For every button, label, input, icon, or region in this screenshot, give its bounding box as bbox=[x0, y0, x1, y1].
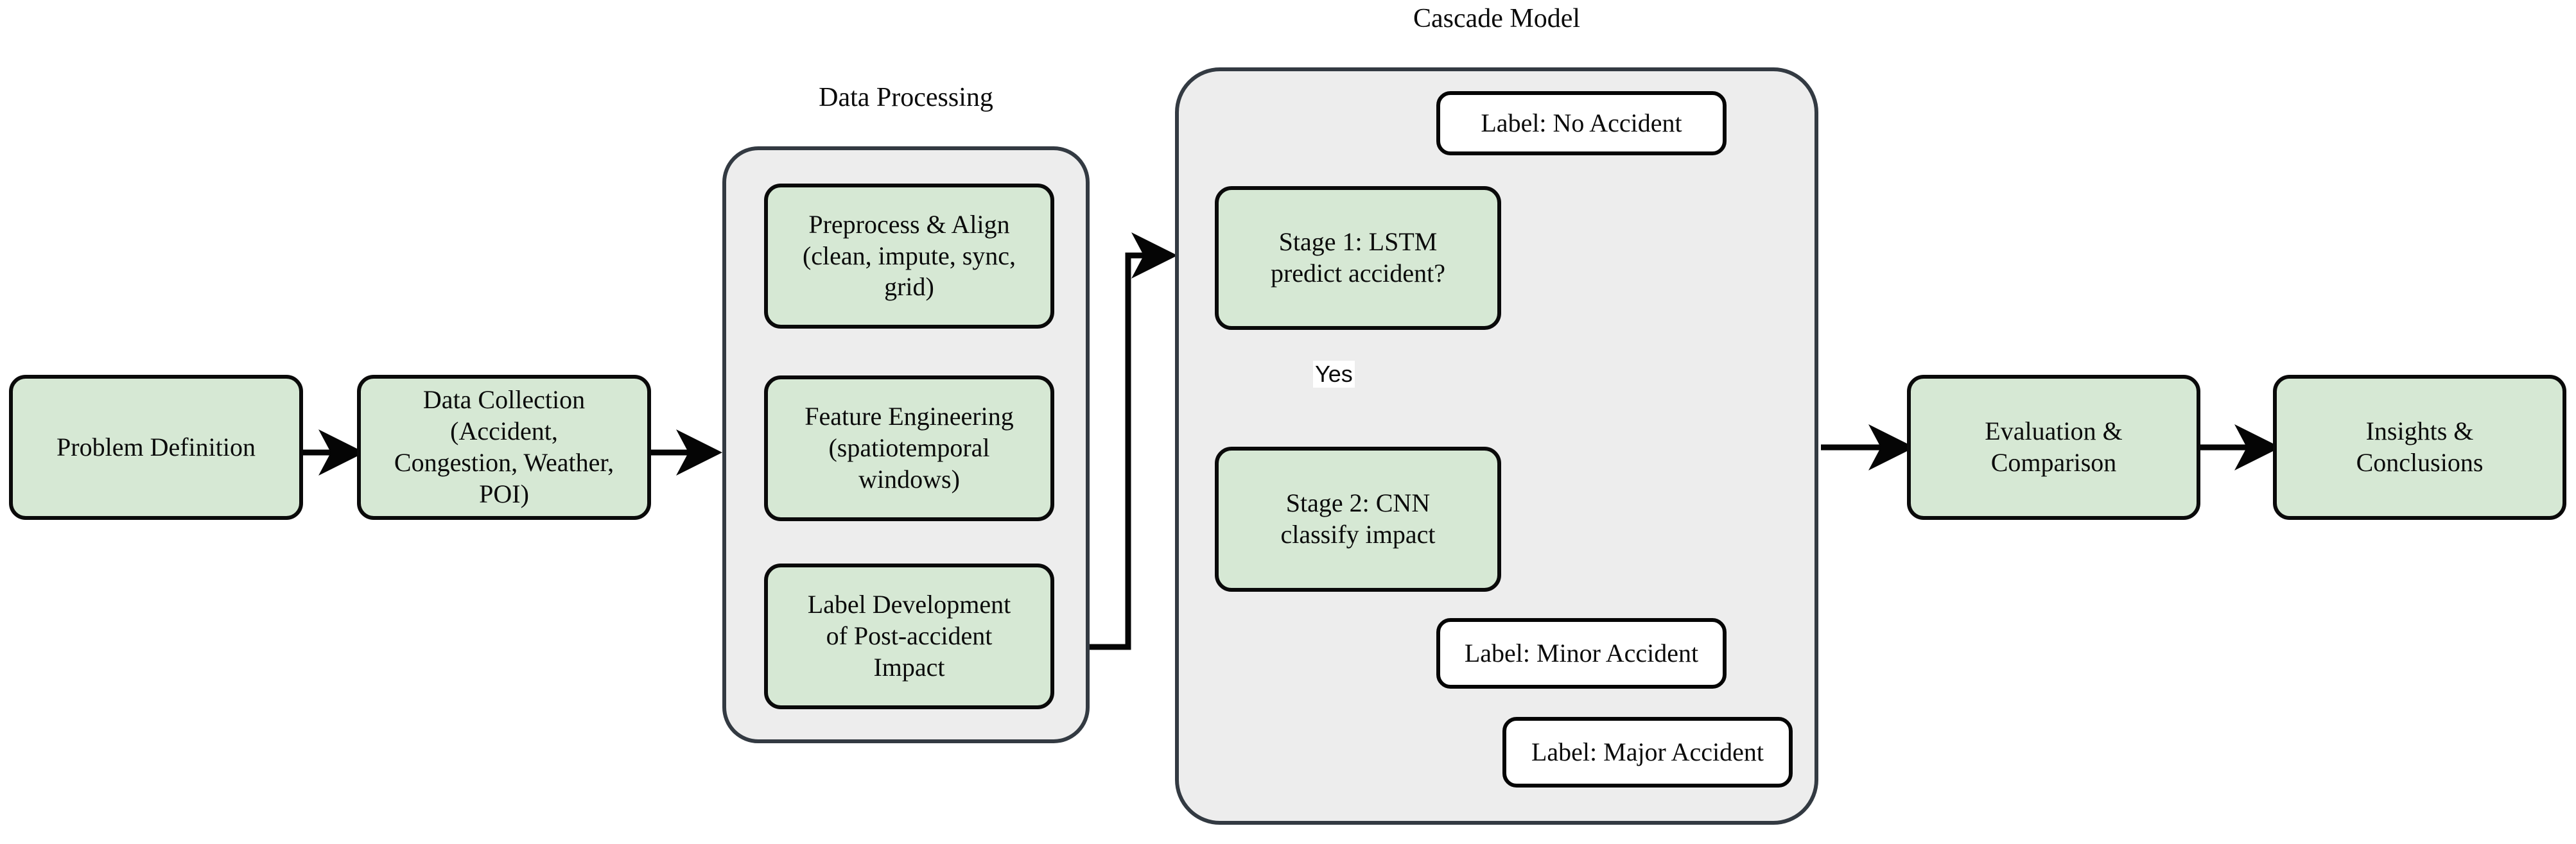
node-stage1-lstm[interactable]: Stage 1: LSTM predict accident? bbox=[1215, 186, 1501, 330]
node-label: Feature Engineering (spatiotemporal wind… bbox=[787, 401, 1031, 495]
node-label: Data Collection (Accident, Congestion, W… bbox=[376, 384, 632, 510]
group-title-cascade-model: Cascade Model bbox=[1413, 4, 1581, 33]
node-label-line3: Impact bbox=[873, 652, 945, 682]
node-label: Label Development of Post-accident Impac… bbox=[790, 589, 1029, 683]
node-stage2-cnn[interactable]: Stage 2: CNN classify impact bbox=[1215, 447, 1501, 592]
node-label-minor-accident[interactable]: Label: Minor Accident bbox=[1436, 618, 1727, 689]
node-label-no-accident[interactable]: Label: No Accident bbox=[1436, 91, 1727, 155]
node-insights-conclusions[interactable]: Insights & Conclusions bbox=[2273, 375, 2566, 520]
node-label-line1: Insights & bbox=[2365, 417, 2474, 446]
node-label-line1: Feature Engineering bbox=[805, 402, 1014, 431]
node-label-line2: of Post-accident bbox=[826, 621, 993, 651]
node-data-collection[interactable]: Data Collection (Accident, Congestion, W… bbox=[357, 375, 651, 520]
node-label-line1: Preprocess & Align bbox=[808, 209, 1010, 239]
node-label-line3: windows) bbox=[858, 464, 960, 494]
node-label: Insights & Conclusions bbox=[2338, 416, 2502, 479]
node-label-line1: Data Collection bbox=[422, 385, 586, 415]
node-preprocess-align[interactable]: Preprocess & Align (clean, impute, sync,… bbox=[764, 184, 1054, 329]
edge-label-yes: Yes bbox=[1313, 361, 1355, 388]
group-title-data-processing: Data Processing bbox=[819, 83, 993, 112]
group-cascade-model bbox=[1175, 67, 1818, 825]
node-label-line3: grid) bbox=[884, 272, 934, 302]
node-label-line1: Stage 1: LSTM bbox=[1278, 227, 1438, 257]
node-label: Label: Major Accident bbox=[1531, 737, 1764, 766]
node-label-line3: Congestion, Weather, bbox=[394, 448, 614, 477]
node-label-line2: (Accident, bbox=[450, 417, 558, 446]
node-label: Problem Definition bbox=[57, 432, 256, 461]
node-label-line1: Stage 2: CNN bbox=[1285, 488, 1431, 518]
node-label: Label: Minor Accident bbox=[1464, 638, 1699, 667]
node-label-line4: POI) bbox=[479, 479, 529, 508]
node-label-line1: Label Development bbox=[807, 590, 1011, 619]
node-label: Preprocess & Align (clean, impute, sync,… bbox=[785, 209, 1034, 303]
edge-processing-to-stage1 bbox=[1090, 232, 1178, 650]
node-evaluation-comparison[interactable]: Evaluation & Comparison bbox=[1907, 375, 2200, 520]
node-problem-definition[interactable]: Problem Definition bbox=[9, 375, 303, 520]
node-label: Evaluation & Comparison bbox=[1967, 416, 2140, 479]
node-label-line2: Comparison bbox=[1990, 448, 2117, 477]
node-label: Label: No Accident bbox=[1481, 108, 1682, 137]
node-label-line2: classify impact bbox=[1280, 520, 1436, 549]
node-label: Stage 1: LSTM predict accident? bbox=[1253, 227, 1463, 289]
node-label-line2: (spatiotemporal bbox=[828, 433, 990, 463]
node-label-line2: (clean, impute, sync, bbox=[802, 241, 1016, 270]
node-label-major-accident[interactable]: Label: Major Accident bbox=[1502, 717, 1793, 788]
node-label-development[interactable]: Label Development of Post-accident Impac… bbox=[764, 564, 1054, 709]
node-label-line2: predict accident? bbox=[1270, 259, 1446, 288]
node-label-line2: Conclusions bbox=[2356, 448, 2484, 477]
node-feature-engineering[interactable]: Feature Engineering (spatiotemporal wind… bbox=[764, 375, 1054, 521]
node-label: Stage 2: CNN classify impact bbox=[1262, 488, 1453, 551]
node-label-line1: Evaluation & bbox=[1985, 417, 2123, 446]
